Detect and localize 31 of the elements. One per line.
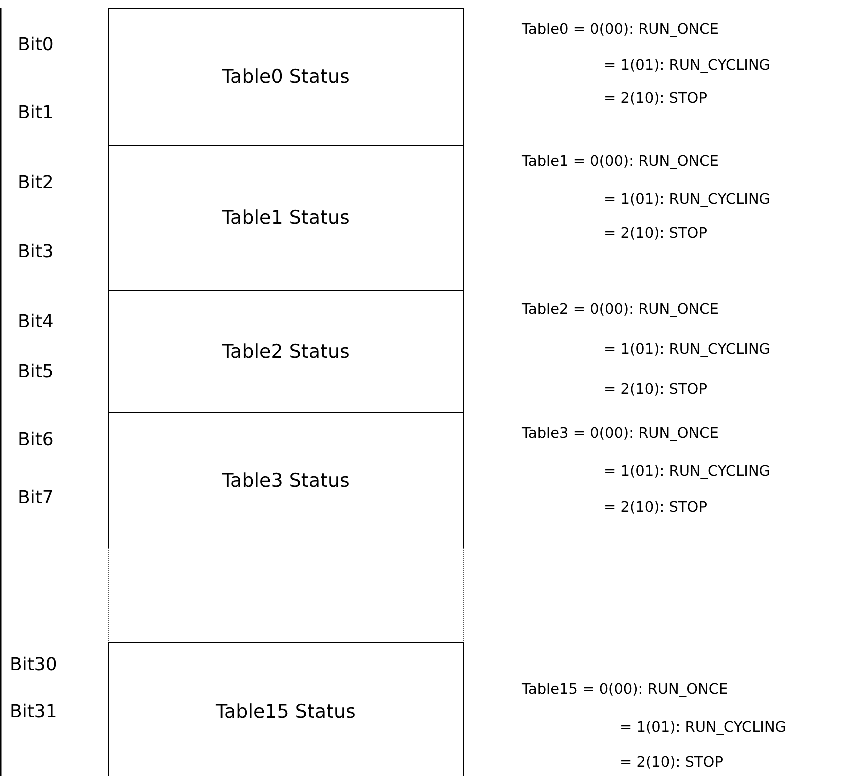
bit-label: Bit6 (18, 430, 54, 450)
register-field: Table15 Status (108, 642, 464, 776)
value-description: = 2(10): STOP (620, 755, 724, 771)
bit-label: Bit30 (10, 654, 58, 676)
value-description: = 1(01): RUN_CYCLING (604, 464, 771, 480)
bit-label: Bit1 (18, 102, 54, 124)
value-description: Table0 = 0(00): RUN_ONCE (522, 22, 719, 38)
register-field: Table1 Status (108, 145, 464, 291)
value-description: = 2(10): STOP (604, 500, 708, 516)
value-description: = 1(01): RUN_CYCLING (604, 58, 771, 74)
value-description: Table15 = 0(00): RUN_ONCE (522, 682, 728, 698)
bit-label: Bit4 (18, 312, 54, 332)
register-field: Table3 Status (108, 412, 464, 549)
value-description: = 1(01): RUN_CYCLING (604, 342, 771, 358)
value-description: = 2(10): STOP (604, 91, 708, 107)
bit-label: Bit5 (18, 362, 54, 382)
register-field: Table0 Status (108, 8, 464, 146)
bit-label: Bit7 (18, 488, 54, 508)
value-description: Table3 = 0(00): RUN_ONCE (522, 426, 719, 442)
bit-label: Bit2 (18, 172, 54, 194)
bit-label: Bit0 (18, 34, 54, 56)
register-field: Table2 Status (108, 290, 464, 413)
bit-label: Bit3 (18, 242, 54, 262)
gap-box (108, 548, 464, 643)
value-description: Table2 = 0(00): RUN_ONCE (522, 302, 719, 318)
value-description: = 2(10): STOP (604, 226, 708, 242)
bit-label: Bit31 (10, 702, 58, 722)
value-description: = 1(01): RUN_CYCLING (620, 720, 787, 736)
value-description: = 2(10): STOP (604, 382, 708, 398)
value-description: = 1(01): RUN_CYCLING (604, 192, 771, 208)
value-description: Table1 = 0(00): RUN_ONCE (522, 154, 719, 170)
